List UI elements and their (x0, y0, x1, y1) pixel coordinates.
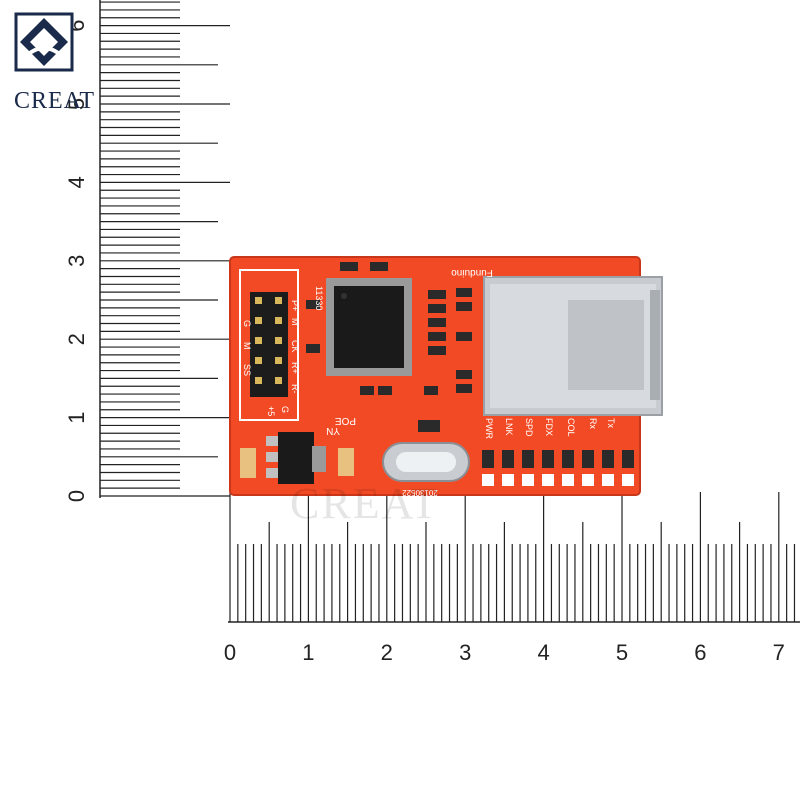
vertical-ruler-label: 3 (64, 255, 89, 267)
crystal-oscillator (382, 442, 470, 482)
horizontal-ruler-label: 3 (459, 640, 471, 665)
watermark-text: CREAT (290, 479, 440, 528)
horizontal-ruler-label: 6 (694, 640, 706, 665)
voltage-regulator (266, 432, 326, 484)
header-pin-label: M (242, 342, 252, 350)
horizontal-ruler-label: 2 (381, 640, 393, 665)
header-outline (239, 269, 299, 421)
vertical-ruler-label: 4 (64, 176, 89, 188)
date-code-label: 20130522 (402, 488, 438, 497)
status-leds (482, 450, 634, 486)
led-label: Tx (606, 418, 616, 428)
vertical-ruler-label: 0 (64, 490, 89, 502)
vertical-ruler-label: 2 (64, 333, 89, 345)
header-pin-label: G (242, 320, 252, 327)
brand-logo-icon (14, 12, 74, 72)
header-pin-label: CK (290, 340, 300, 353)
header-pin-label: SS (242, 364, 252, 376)
header-pin-label: R+ (290, 362, 300, 374)
horizontal-ruler-label: 0 (224, 640, 236, 665)
led-label: LNK (504, 418, 514, 436)
header-pin-label: M (290, 318, 300, 326)
poe-label: POE (335, 415, 356, 426)
header-pin-label: P+ (290, 300, 300, 311)
pin-header (250, 292, 288, 397)
yn-label: YN (326, 425, 340, 436)
led-label: COL (566, 418, 576, 437)
led-labels: PWR LNK SPD FDX COL Rx Tx (484, 418, 616, 439)
brand-name: CREAT (14, 88, 96, 114)
ethernet-controller-chip (326, 278, 412, 376)
vertical-ruler-label: 1 (64, 411, 89, 423)
header-pin-labels: P+ M CK R+ R- G M SS +5 G (242, 300, 300, 416)
led-label: FDX (544, 418, 554, 436)
horizontal-ruler-label: 4 (537, 640, 549, 665)
led-label: PWR (484, 418, 494, 439)
horizontal-ruler-label: 5 (616, 640, 628, 665)
ethernet-module-board: Funduino 11330 20130522 POE YN P+ M CK R+ R-… (229, 256, 663, 497)
maker-label: Funduino (451, 267, 493, 278)
led-label: SPD (524, 418, 534, 437)
vertical-ruler-label: 5 (64, 98, 89, 110)
part-code-label: 11330 (314, 286, 324, 310)
header-pin-label: G (280, 406, 290, 413)
brand-logo: CREAT (6, 8, 96, 114)
led-label: Rx (588, 418, 598, 429)
horizontal-ruler-label: 1 (302, 640, 314, 665)
header-pin-label: +5 (266, 406, 276, 416)
header-pin-label: R- (290, 384, 300, 394)
horizontal-ruler: 0 1 2 3 4 5 6 7 (224, 492, 800, 665)
rj45-ethernet-jack (483, 276, 663, 416)
horizontal-ruler-label: 7 (773, 640, 785, 665)
